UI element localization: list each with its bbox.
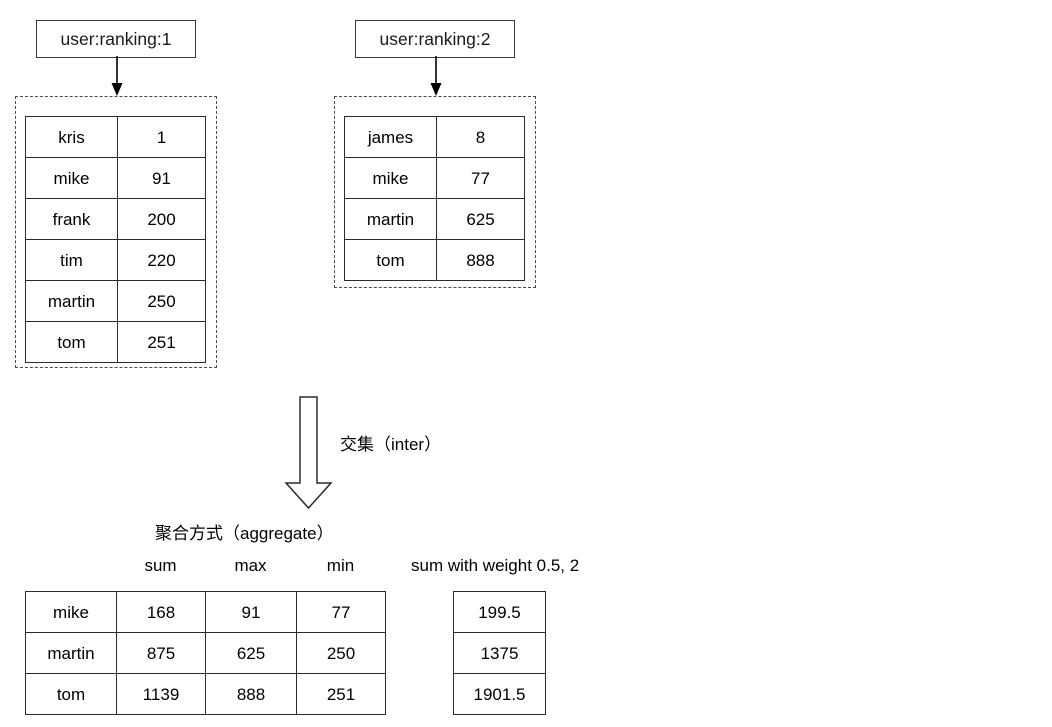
source-group-2: james 8 mike 77 martin 625 tom 888 [334, 96, 536, 288]
max-cell: 91 [205, 591, 297, 633]
source-key-label-1: user:ranking:1 [60, 28, 172, 49]
weighted-column-header: sum with weight 0.5, 2 [411, 556, 580, 575]
score-cell: 200 [117, 198, 206, 240]
table-row: tom 1139 888 251 [25, 673, 386, 715]
aggregate-column-header-max: max [234, 556, 267, 575]
intersection-block-arrow-icon [283, 396, 335, 510]
score-cell: 77 [436, 157, 525, 199]
table-row: martin 250 [25, 280, 206, 322]
table-row: martin 625 [344, 198, 525, 240]
table-row: martin 875 625 250 [25, 632, 386, 674]
table-row: frank 200 [25, 198, 206, 240]
table-row: mike 77 [344, 157, 525, 199]
score-cell: 625 [436, 198, 525, 240]
table-row: tom 888 [344, 239, 525, 281]
member-cell: tom [25, 673, 117, 715]
score-cell: 251 [117, 321, 206, 363]
score-cell: 91 [117, 157, 206, 199]
table-row: mike 168 91 77 [25, 591, 386, 633]
table-row: 1901.5 [453, 673, 546, 715]
min-cell: 250 [296, 632, 386, 674]
member-cell: tom [25, 321, 118, 363]
weighted-cell: 199.5 [453, 591, 546, 633]
member-cell: kris [25, 116, 118, 158]
score-cell: 888 [436, 239, 525, 281]
sum-cell: 1139 [116, 673, 206, 715]
operation-label: 交集（inter） [340, 435, 442, 454]
min-cell: 77 [296, 591, 386, 633]
table-row: 1375 [453, 632, 546, 674]
score-cell: 8 [436, 116, 525, 158]
table-row: mike 91 [25, 157, 206, 199]
aggregate-label: 聚合方式（aggregate） [155, 524, 334, 543]
source-key-box-1: user:ranking:1 [36, 20, 196, 58]
member-cell: mike [25, 157, 118, 199]
score-cell: 220 [117, 239, 206, 281]
table-row: tim 220 [25, 239, 206, 281]
table-row: james 8 [344, 116, 525, 158]
aggregate-column-header-min: min [326, 556, 355, 575]
weighted-result-table: 199.5 1375 1901.5 [453, 591, 546, 715]
member-cell: james [344, 116, 437, 158]
member-cell: mike [25, 591, 117, 633]
member-cell: martin [344, 198, 437, 240]
sum-cell: 168 [116, 591, 206, 633]
arrow-key1-to-table1 [100, 56, 136, 98]
weighted-cell: 1375 [453, 632, 546, 674]
table-row: 199.5 [453, 591, 546, 633]
source-table-2: james 8 mike 77 martin 625 tom 888 [344, 116, 525, 281]
table-row: kris 1 [25, 116, 206, 158]
aggregate-column-header-sum: sum [144, 556, 177, 575]
max-cell: 625 [205, 632, 297, 674]
member-cell: frank [25, 198, 118, 240]
member-cell: tim [25, 239, 118, 281]
score-cell: 1 [117, 116, 206, 158]
aggregate-result-table: mike 168 91 77 martin 875 625 250 tom 11… [25, 591, 386, 715]
source-table-1: kris 1 mike 91 frank 200 tim 220 martin [25, 116, 206, 363]
max-cell: 888 [205, 673, 297, 715]
member-cell: mike [344, 157, 437, 199]
source-group-1: kris 1 mike 91 frank 200 tim 220 martin [15, 96, 217, 368]
score-cell: 250 [117, 280, 206, 322]
member-cell: martin [25, 632, 117, 674]
min-cell: 251 [296, 673, 386, 715]
member-cell: martin [25, 280, 118, 322]
member-cell: tom [344, 239, 437, 281]
source-key-box-2: user:ranking:2 [355, 20, 515, 58]
weighted-cell: 1901.5 [453, 673, 546, 715]
table-row: tom 251 [25, 321, 206, 363]
source-key-label-2: user:ranking:2 [379, 28, 491, 49]
arrow-key2-to-table2 [419, 56, 455, 98]
sum-cell: 875 [116, 632, 206, 674]
